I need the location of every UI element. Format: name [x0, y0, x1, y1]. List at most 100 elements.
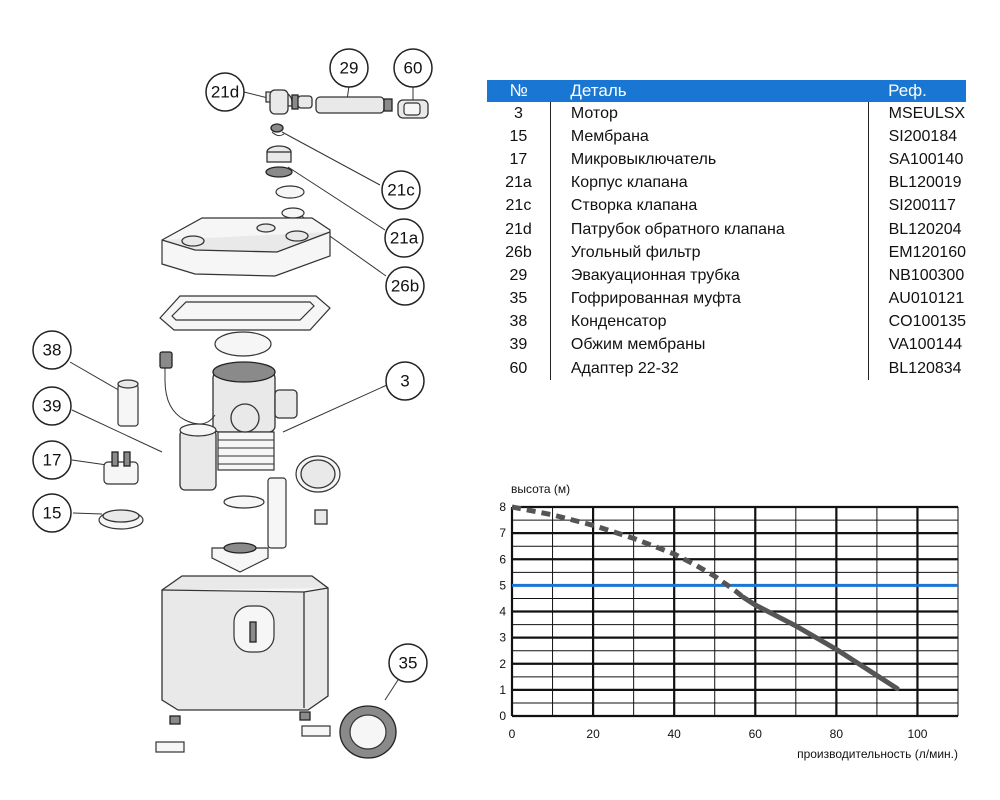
y-tick-label: 3	[499, 631, 506, 645]
cell-ref: EM120160	[888, 243, 966, 261]
cell-name: Эвакуационная трубка	[550, 264, 869, 288]
y-tick-label: 0	[499, 709, 506, 723]
cell-name: Корпус клапана	[550, 171, 869, 195]
cell-num: 38	[487, 310, 551, 334]
callout-label: 21c	[387, 181, 415, 200]
callout-label: 3	[400, 372, 409, 391]
corrugated-coupling-part	[339, 705, 397, 759]
motor-mount-parts	[211, 455, 341, 573]
valve-flap-part	[270, 123, 285, 137]
cell-num: 39	[487, 333, 551, 358]
cell-ref: MSEULSX	[888, 104, 966, 122]
y-tick-label: 8	[499, 500, 506, 514]
cell-num: 3	[487, 102, 551, 126]
capacitor-part	[117, 379, 139, 427]
callout-label: 60	[404, 59, 423, 78]
membrane-part	[98, 509, 144, 530]
callout-21d: 21d	[205, 72, 245, 112]
header-ref: Реф.	[868, 80, 966, 102]
chart-series	[511, 504, 900, 692]
series-line-solid	[740, 594, 900, 692]
cell-num: 29	[487, 264, 551, 288]
y-tick-label: 5	[499, 578, 506, 592]
callout-label: 29	[340, 59, 359, 78]
cell-name: Угольный фильтр	[550, 241, 869, 265]
x-tick-label: 40	[668, 727, 682, 741]
callout-label: 17	[43, 451, 62, 470]
cell-name: Гофрированная муфта	[550, 287, 869, 311]
check-valve-elbow-part	[265, 89, 313, 115]
valve-body-part	[265, 145, 293, 178]
x-tick-label: 100	[907, 727, 927, 741]
cell-ref: BL120204	[888, 220, 962, 238]
callout-label: 21d	[211, 83, 239, 102]
callout-3: 3	[385, 361, 425, 401]
carbon-filter-part	[275, 185, 305, 219]
y-tick-label: 6	[499, 552, 506, 566]
cell-name: Мембрана	[550, 125, 869, 149]
header-name: Деталь	[550, 80, 869, 102]
table-header-row: № Деталь Реф.	[487, 80, 966, 102]
cell-num: 15	[487, 125, 551, 149]
cell-num: 60	[487, 357, 551, 381]
cell-name: Микровыключатель	[550, 148, 869, 172]
cell-ref: VA100144	[888, 336, 963, 354]
cell-num: 21a	[487, 171, 551, 195]
callout-35: 35	[388, 643, 428, 683]
x-tick-label: 0	[509, 727, 516, 741]
y-tick-label: 4	[499, 605, 506, 619]
callout-label: 21a	[390, 229, 419, 248]
y-tick-label: 2	[499, 657, 506, 671]
callout-38: 38	[32, 330, 72, 370]
cell-num: 21c	[487, 194, 551, 218]
cell-ref: SI200117	[888, 197, 956, 215]
callout-17: 17	[32, 440, 72, 480]
cell-ref: BL120019	[888, 174, 962, 192]
cell-name: Адаптер 22-32	[550, 357, 869, 381]
cell-num: 17	[487, 148, 551, 172]
callout-21a: 21a	[384, 218, 424, 258]
cell-name: Мотор	[550, 102, 869, 126]
cell-ref: AU010121	[888, 290, 965, 308]
cell-name: Патрубок обратного клапана	[550, 217, 869, 242]
cell-ref: SI200184	[888, 127, 958, 145]
motor-part	[212, 331, 298, 471]
header-num: №	[487, 80, 551, 102]
x-tick-label: 80	[830, 727, 844, 741]
callout-39: 39	[32, 386, 72, 426]
x-tick-label: 60	[749, 727, 763, 741]
micro-switch-part	[103, 451, 139, 485]
callout-label: 26b	[391, 277, 419, 296]
cell-ref: CO100135	[888, 313, 966, 331]
callout-21c: 21c	[381, 170, 421, 210]
evacuation-tube-part	[315, 96, 393, 114]
series-line-dashed	[511, 504, 745, 600]
cell-ref: NB100300	[888, 266, 965, 284]
callout-29: 29	[329, 48, 369, 88]
callout-label: 35	[399, 654, 418, 673]
callout-26b: 26b	[385, 266, 425, 306]
y-axis-label: высота (м)	[511, 482, 570, 496]
cell-name: Обжим мембраны	[550, 333, 869, 358]
callout-label: 15	[43, 504, 62, 523]
cell-name: Створка клапана	[550, 194, 869, 218]
cell-ref: SA100140	[888, 150, 964, 168]
y-tick-label: 1	[499, 683, 506, 697]
membrane-clamp-part	[159, 351, 217, 491]
x-axis-label: производительность (л/мин.)	[797, 747, 958, 761]
adapter-part	[397, 99, 429, 119]
cell-num: 21d	[487, 217, 551, 242]
cell-name: Конденсатор	[550, 310, 869, 334]
